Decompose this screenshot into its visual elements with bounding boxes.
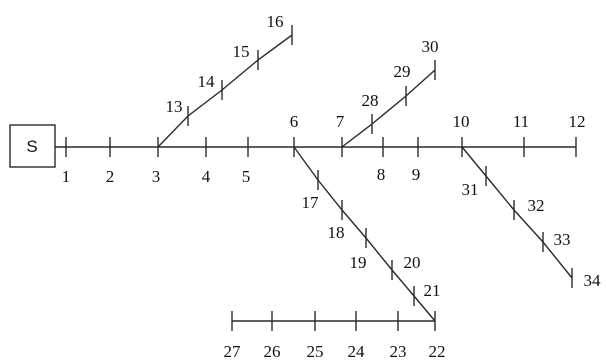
- node-label-4: 4: [202, 167, 211, 186]
- node-label-8: 8: [377, 165, 386, 184]
- node-label-30: 30: [422, 37, 439, 56]
- node-label-5: 5: [242, 167, 251, 186]
- node-label-33: 33: [554, 230, 571, 249]
- node-label-26: 26: [264, 342, 281, 361]
- node-label-18: 18: [328, 223, 345, 242]
- node-label-29: 29: [394, 62, 411, 81]
- node-label-6: 6: [290, 112, 299, 131]
- node-label-32: 32: [528, 196, 545, 215]
- node-label-7: 7: [336, 112, 345, 131]
- node-label-1: 1: [62, 167, 71, 186]
- branch-line-from-3: [157, 34, 293, 148]
- node-label-24: 24: [348, 342, 366, 361]
- node-label-31: 31: [462, 180, 479, 199]
- node-label-14: 14: [198, 72, 216, 91]
- node-ticks: [65, 25, 577, 331]
- node-label-27: 27: [224, 342, 242, 361]
- node-label-9: 9: [412, 165, 421, 184]
- node-label-25: 25: [307, 342, 324, 361]
- node-label-20: 20: [404, 253, 421, 272]
- node-label-19: 19: [350, 253, 367, 272]
- node-label-10: 10: [453, 112, 470, 131]
- node-label-12: 12: [569, 112, 586, 131]
- branch-line-from-7: [341, 69, 436, 148]
- node-label-28: 28: [362, 91, 379, 110]
- feeder-lines: [55, 34, 576, 322]
- source-box: [9, 124, 56, 168]
- node-label-3: 3: [152, 167, 161, 186]
- node-label-17: 17: [302, 193, 320, 212]
- node-label-21: 21: [424, 281, 441, 300]
- node-label-23: 23: [390, 342, 407, 361]
- node-label-11: 11: [513, 112, 529, 131]
- node-label-13: 13: [166, 97, 183, 116]
- source-label: S: [26, 137, 37, 156]
- branch-line-from-10: [461, 146, 573, 279]
- node-label-16: 16: [267, 12, 284, 31]
- node-label-34: 34: [584, 271, 602, 290]
- node-label-22: 22: [429, 342, 446, 361]
- node-label-2: 2: [106, 167, 115, 186]
- node-label-15: 15: [233, 42, 250, 61]
